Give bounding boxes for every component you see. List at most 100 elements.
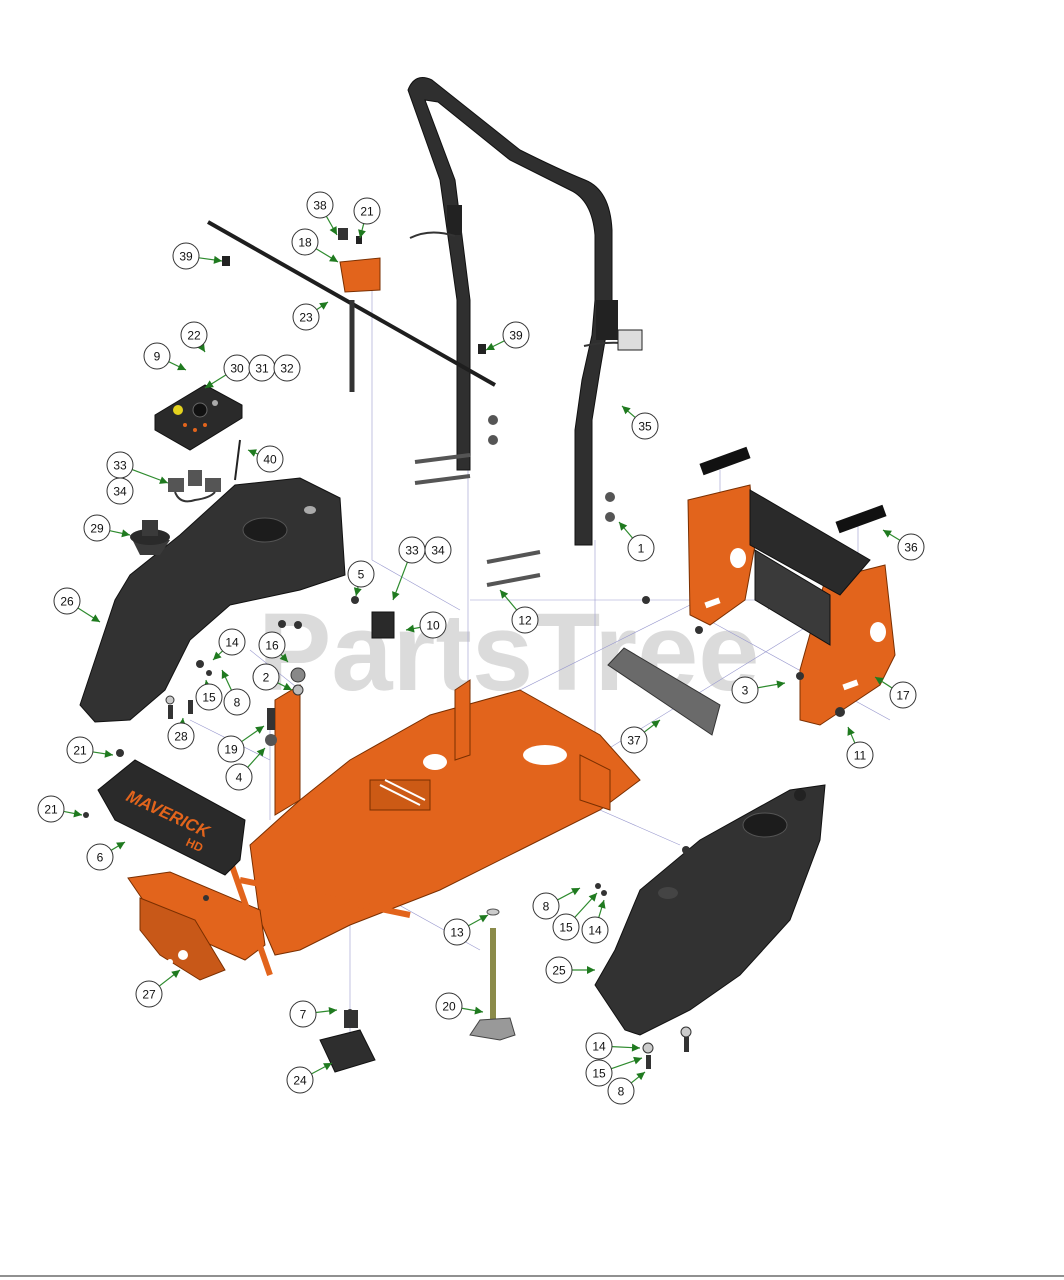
callout-number: 4 xyxy=(236,771,243,785)
leader-arrowhead xyxy=(619,522,628,531)
callout-number: 21 xyxy=(44,803,58,817)
rops-bolts xyxy=(414,415,615,587)
callout-40: 40 xyxy=(256,445,284,473)
leader-arrowhead xyxy=(116,842,125,850)
leader-arrowhead xyxy=(486,342,495,350)
leader-arrowhead xyxy=(571,888,580,896)
callout-number: 27 xyxy=(142,988,156,1002)
callout-8: 8 xyxy=(532,892,560,920)
callout-number: 28 xyxy=(174,730,188,744)
leader-arrowhead xyxy=(636,1072,645,1081)
control-rod xyxy=(207,220,496,392)
callout-7: 7 xyxy=(289,1000,317,1028)
callout-number: 26 xyxy=(60,595,74,609)
leader-arrowhead xyxy=(406,624,415,633)
callout-number: 24 xyxy=(293,1074,307,1088)
callout-number: 3 xyxy=(742,684,749,698)
callout-35: 35 xyxy=(631,412,659,440)
leader-arrowhead xyxy=(213,255,222,264)
callout-5: 5 xyxy=(347,560,375,588)
callout-11: 11 xyxy=(846,741,874,769)
callout-circle xyxy=(167,722,195,750)
leader-arrowhead xyxy=(353,587,362,596)
small-hardware xyxy=(83,596,845,1069)
callout-number: 35 xyxy=(638,420,652,434)
leader-arrowhead xyxy=(197,343,205,352)
callout-1: 1 xyxy=(627,534,655,562)
callout-15: 15 xyxy=(195,683,223,711)
callout-2: 2 xyxy=(252,663,280,691)
callout-number: 25 xyxy=(552,964,566,978)
right-fuel-tank xyxy=(594,784,826,1036)
callout-circle xyxy=(443,918,471,946)
callout-number: 40 xyxy=(263,453,277,467)
leader-arrowhead xyxy=(587,966,595,974)
control-panel xyxy=(154,384,243,481)
callout-13: 13 xyxy=(443,918,471,946)
seat-switch xyxy=(319,1010,376,1073)
callout-39: 39 xyxy=(502,321,530,349)
callout-number: 8 xyxy=(543,900,550,914)
callout-circle xyxy=(291,228,319,256)
callout-number: 16 xyxy=(265,639,279,653)
callout-number: 5 xyxy=(358,568,365,582)
callout-circle xyxy=(37,795,65,823)
callout-28: 28 xyxy=(167,722,195,750)
callout-number: 12 xyxy=(518,614,532,628)
leader-arrowhead xyxy=(883,530,892,538)
callout-circle xyxy=(135,980,163,1008)
leader-arrowhead xyxy=(329,226,337,235)
callout-circle xyxy=(86,843,114,871)
callout-39: 39 xyxy=(172,242,200,270)
leader-arrowhead xyxy=(221,670,230,679)
callout-circle xyxy=(225,763,253,791)
callout-6: 6 xyxy=(86,843,114,871)
callout-27: 27 xyxy=(135,980,163,1008)
callout-14: 14 xyxy=(585,1032,613,1060)
callout-number: 15 xyxy=(592,1067,606,1081)
callout-number: 8 xyxy=(618,1085,625,1099)
callout-circle xyxy=(435,992,463,1020)
leader-arrowhead xyxy=(279,653,288,662)
callout-26: 26 xyxy=(53,587,81,615)
callout-8: 8 xyxy=(607,1077,635,1105)
callout-number: 38 xyxy=(313,199,327,213)
callout-circle xyxy=(289,1000,317,1028)
callout-circle xyxy=(195,683,223,711)
wiring-harness xyxy=(168,470,221,503)
leader-arrowhead xyxy=(358,229,366,238)
callout-number: 21 xyxy=(360,205,374,219)
callout-21: 21 xyxy=(353,197,381,225)
callout-circle xyxy=(258,631,286,659)
callout-number: 9 xyxy=(154,350,161,364)
callout-number: 22 xyxy=(187,329,201,343)
callout-number: 34 xyxy=(431,544,445,558)
callout-circle xyxy=(627,534,655,562)
callout-circle xyxy=(511,606,539,634)
leader-arrowhead xyxy=(213,651,222,660)
callout-circle xyxy=(218,628,246,656)
callout-number: 33 xyxy=(113,459,127,473)
leader-arrowhead xyxy=(73,809,82,818)
fuel-cap xyxy=(130,520,170,545)
callout-21: 21 xyxy=(66,736,94,764)
callout-31: 31 xyxy=(248,354,276,382)
callout-4: 4 xyxy=(225,763,253,791)
leader-arrowhead xyxy=(319,302,328,310)
callout-33: 33 xyxy=(106,451,134,479)
callout-number: 20 xyxy=(442,1000,456,1014)
callout-number: 8 xyxy=(234,696,241,710)
callout-29: 29 xyxy=(83,514,111,542)
callout-number: 14 xyxy=(225,636,239,650)
leader-arrowhead xyxy=(283,682,292,690)
callout-number: 15 xyxy=(202,691,216,705)
rear-panel xyxy=(687,484,896,726)
callout-number: 39 xyxy=(179,250,193,264)
callout-circle xyxy=(143,342,171,370)
leader-arrowhead xyxy=(622,406,631,415)
callout-21: 21 xyxy=(37,795,65,823)
callout-circle xyxy=(532,892,560,920)
callout-15: 15 xyxy=(585,1059,613,1087)
